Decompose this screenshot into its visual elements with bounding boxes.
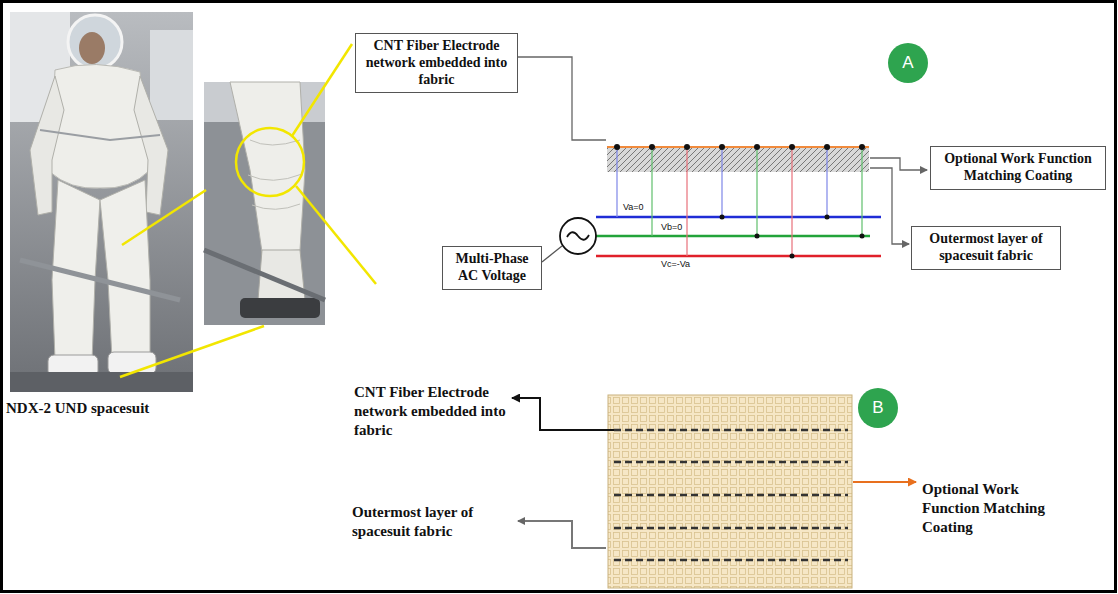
zoom-callout (120, 44, 376, 377)
voltage-label: Vb=0 (660, 223, 683, 233)
node-text: A (902, 53, 913, 73)
fabric-panel-b (512, 395, 916, 588)
spacesuit-photo (10, 12, 193, 392)
node-text: B (872, 398, 883, 418)
callout-box: Multi-Phase AC Voltage (442, 246, 542, 290)
voltage-label: Vc=-Va (660, 260, 691, 270)
panel-badge: B (858, 388, 898, 428)
circuit-panel-a (518, 57, 927, 262)
node-text: Multi-Phase AC Voltage (449, 251, 535, 285)
leg-closeup-photo (204, 82, 325, 325)
node-text: CNT Fiber Electrode network embedded int… (362, 38, 511, 88)
callout-box: Optional Work Function Matching Coating (930, 146, 1106, 190)
panel-badge: A (888, 43, 928, 83)
node-text: Outermost layer of spacesuit fabric (918, 231, 1054, 265)
voltage-label: Va=0 (622, 203, 645, 213)
node-text: Optional Work Function Matching Coating (937, 151, 1099, 185)
callout-text: Outermost layer of spacesuit fabric (352, 503, 512, 541)
callout-box: CNT Fiber Electrode network embedded int… (355, 33, 518, 93)
callout-text: CNT Fiber Electrode network embedded int… (354, 383, 506, 439)
callout-text: Optional Work Function Matching Coating (922, 480, 1054, 536)
figure-caption-label: NDX-2 UND spacesuit (6, 399, 216, 418)
callout-box: Outermost layer of spacesuit fabric (911, 226, 1061, 270)
